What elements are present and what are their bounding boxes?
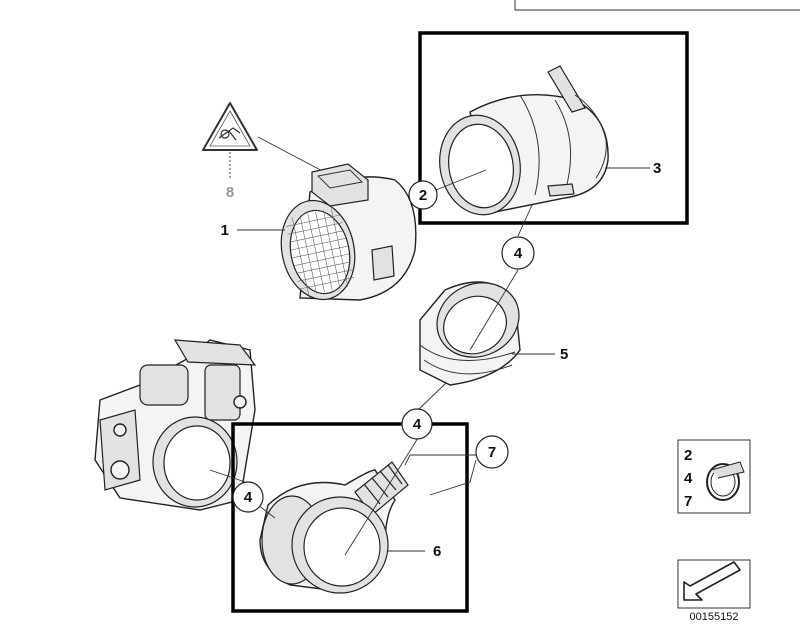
- label-2: 2: [419, 187, 427, 204]
- leader-4b-up: [417, 382, 447, 411]
- label-1: 1: [221, 222, 229, 239]
- warning-triangle-icon: [202, 102, 258, 151]
- coupling-sleeve: [419, 281, 521, 386]
- label-8: 8: [226, 184, 234, 201]
- legend-num-7: 7: [684, 493, 692, 510]
- air-mass-meter: [280, 163, 417, 301]
- leader-7: [404, 454, 477, 496]
- callout-circle-4a: [501, 236, 535, 270]
- leader-4c-right: [257, 504, 276, 519]
- highlight-box-top: [418, 31, 689, 225]
- callout-circle-2: [408, 180, 438, 210]
- label-4b: 4: [413, 416, 422, 433]
- legend-num-2: 2: [684, 447, 692, 464]
- leader-4a-down: [469, 269, 519, 351]
- frame-corner: [514, 0, 800, 11]
- leader-4a-up: [517, 204, 533, 237]
- leader-4c-left: [209, 469, 249, 484]
- label-6: 6: [433, 543, 441, 560]
- doc-number: 00155152: [690, 611, 739, 623]
- label-4a: 4: [514, 245, 523, 262]
- callout-circle-4c: [232, 481, 264, 513]
- label-5: 5: [560, 346, 568, 363]
- callout-circle-7: [475, 435, 509, 469]
- leader-2: [435, 169, 487, 191]
- hose-clamp-icon: [706, 461, 745, 501]
- leader-triangle: [257, 136, 331, 176]
- intake-boot: [439, 65, 609, 216]
- label-7: 7: [488, 444, 496, 461]
- label-3: 3: [653, 160, 661, 177]
- highlight-box-bottom: [231, 422, 469, 613]
- callout-circle-4b: [401, 408, 433, 440]
- label-4c: 4: [244, 489, 253, 506]
- intake-elbow: [259, 461, 409, 594]
- legend-num-4: 4: [684, 470, 693, 487]
- leader-4b-down: [344, 437, 419, 556]
- throttle-body: [94, 339, 257, 511]
- arrow-icon: [683, 561, 741, 601]
